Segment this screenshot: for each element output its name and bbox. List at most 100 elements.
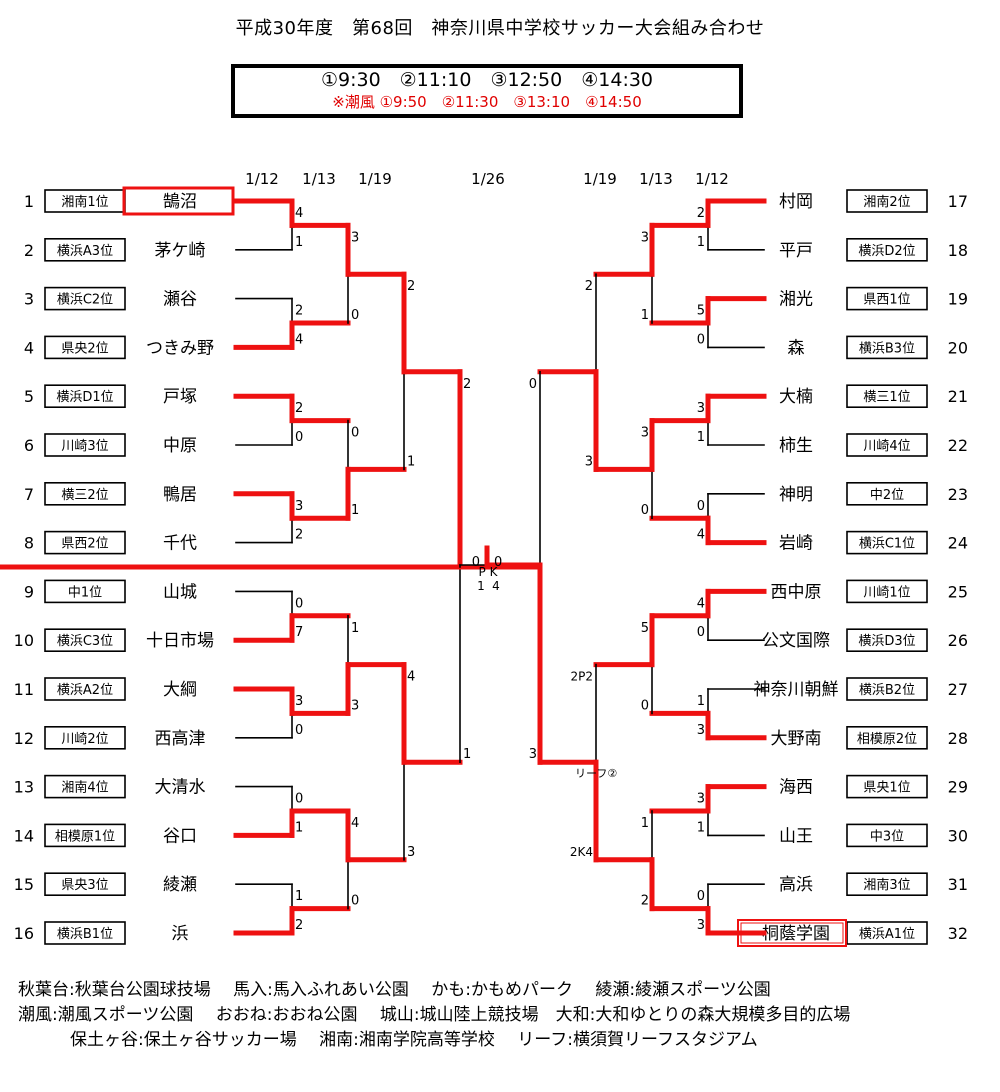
score-label: 3 <box>295 694 303 709</box>
score-label: 1 <box>407 454 415 469</box>
score-label: 1 <box>295 820 303 835</box>
team-number: 6 <box>24 436 34 455</box>
seed-label: 横浜D1位 <box>56 390 113 405</box>
team-number: 24 <box>948 534 968 553</box>
score-label: 1 <box>351 503 359 518</box>
seed-box <box>846 579 928 604</box>
seed-box <box>44 530 126 555</box>
score-label: 4 <box>295 332 303 347</box>
score-label: 2P2 <box>570 670 593 684</box>
seed-box <box>846 286 928 311</box>
seed-label: 川崎2位 <box>61 732 108 747</box>
score-label: 4 <box>407 670 415 685</box>
score-label: 2 <box>641 894 649 909</box>
team-number: 13 <box>14 778 34 797</box>
team-name: 大楠 <box>779 387 813 407</box>
seed-box <box>846 530 928 555</box>
pk-score-right: 4 <box>492 579 500 593</box>
score-label: 3 <box>407 845 415 860</box>
score-label: 0 <box>295 596 303 611</box>
seed-label: 横浜D2位 <box>858 244 915 259</box>
score-label: 1 <box>463 747 471 762</box>
date-label: 1/13 <box>639 170 673 188</box>
seed-label: 中3位 <box>870 829 904 844</box>
seed-box <box>846 725 928 750</box>
seed-label: 横浜B2位 <box>859 683 915 698</box>
seed-box <box>44 481 126 506</box>
score-label: 2 <box>295 918 303 933</box>
seed-box <box>44 921 126 945</box>
team-name: 西中原 <box>771 582 822 602</box>
date-label: 1/26 <box>471 170 505 188</box>
page-title: 平成30年度 第68回 神奈川県中学校サッカー大会組み合わせ <box>235 18 765 39</box>
team-name: 公文国際 <box>762 631 830 651</box>
seed-box <box>44 823 126 848</box>
score-label: 2 <box>585 279 593 294</box>
seed-box <box>846 433 928 457</box>
seed-label: 県西2位 <box>61 537 108 552</box>
date-label: 1/19 <box>583 170 617 188</box>
score-label: 1 <box>697 235 705 250</box>
score-label: 4 <box>295 206 303 221</box>
seed-box <box>44 725 126 750</box>
team-name: 茅ケ崎 <box>155 241 206 261</box>
team-name: 山城 <box>163 582 197 602</box>
score-label: 1 <box>295 889 303 904</box>
team-number: 25 <box>948 582 968 601</box>
team-name: 西高津 <box>155 729 206 749</box>
score-label: 2 <box>463 377 471 392</box>
seed-label: 横浜C2位 <box>57 293 113 308</box>
score-label: 0 <box>351 308 359 323</box>
score-label: 1 <box>351 621 359 636</box>
score-label: 0 <box>351 426 359 441</box>
score-label: 2 <box>295 401 303 416</box>
score-label: 4 <box>697 528 705 543</box>
seed-box <box>846 481 928 506</box>
seed-label: 横浜B1位 <box>57 927 113 942</box>
team-name: 森 <box>788 338 805 358</box>
date-label: 1/13 <box>302 170 336 188</box>
team-number: 1 <box>24 192 34 211</box>
seed-box <box>846 774 928 799</box>
venue-legend-line: 潮風:潮風スポーツ公園 おおね:おおね公園 城山:城山陸上競技場 大和:大和ゆと… <box>18 1005 851 1025</box>
seed-label: 県央3位 <box>61 878 108 893</box>
seed-label: 中1位 <box>68 585 102 600</box>
team-name: 鴨居 <box>163 485 197 505</box>
seed-box <box>44 774 126 799</box>
team-name: 千代 <box>163 534 197 554</box>
team-name: 綾瀬 <box>163 875 197 895</box>
seed-box <box>846 335 928 360</box>
score-label: 2K4 <box>570 845 593 859</box>
team-name: 大綱 <box>163 680 197 700</box>
score-label: 1 <box>697 694 705 709</box>
score-label: 1 <box>697 820 705 835</box>
team-name: 大野南 <box>771 729 822 749</box>
team-number: 3 <box>24 290 34 309</box>
team-number: 12 <box>14 729 34 748</box>
team-number: 5 <box>24 387 34 406</box>
team-number: 17 <box>948 192 968 211</box>
seed-label: 県央1位 <box>863 781 910 796</box>
seed-label: 横浜A1位 <box>859 927 915 942</box>
team-name: 村岡 <box>779 192 813 212</box>
seed-box <box>44 677 126 701</box>
team-number: 15 <box>14 875 34 894</box>
score-label: 2 <box>407 279 415 294</box>
team-number: 4 <box>24 338 34 357</box>
team-number: 28 <box>948 729 968 748</box>
team-name: 十日市場 <box>146 631 214 651</box>
team-name: 大清水 <box>155 778 206 798</box>
score-label: 0 <box>529 377 537 392</box>
venue-legend-line: 秋葉台:秋葉台公園球技場 馬入:馬入ふれあい公園 かも:かもめパーク 綾瀬:綾瀬… <box>18 980 771 1000</box>
score-label: 0 <box>641 698 649 713</box>
team-name: 浜 <box>172 924 189 944</box>
seed-box <box>44 433 126 457</box>
team-name: 柿生 <box>779 436 813 456</box>
advanced-team-box <box>122 186 235 216</box>
team-name: 海西 <box>779 778 813 798</box>
kickoff-time-box: ①9:30 ②11:10 ③12:50 ④14:30 ※潮風 ①9:50 ②11… <box>231 64 743 118</box>
score-label: 1 <box>295 235 303 250</box>
score-label: 3 <box>585 454 593 469</box>
score-label: 1 <box>641 816 649 831</box>
seed-label: 川崎4位 <box>863 439 910 454</box>
